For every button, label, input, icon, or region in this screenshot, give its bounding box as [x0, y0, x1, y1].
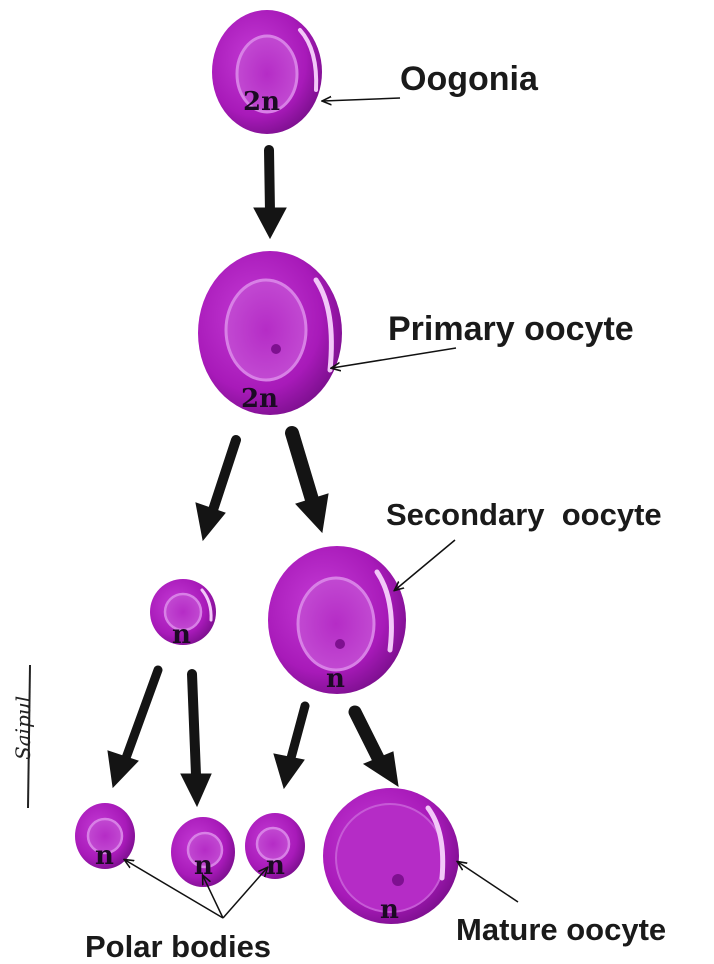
- pointer-mature-oocyte: [458, 862, 518, 902]
- secondary-oocyte-cell: n: [268, 546, 406, 694]
- polar-body-3-cell: n: [245, 813, 305, 881]
- primary-oocyte-cell: 2n: [198, 251, 342, 415]
- arrow-first-polar-to-pb2: [181, 674, 211, 806]
- arrow-first-polar-to-pb1: [108, 670, 158, 787]
- label-primary-oocyte: Primary oocyte: [388, 310, 634, 348]
- arrow-primary-to-first-polar: [196, 440, 236, 540]
- oogonia-ploidy: 2n: [243, 87, 280, 117]
- polar-body-1-ploidy: n: [95, 841, 114, 871]
- label-secondary-oocyte: Secondary oocyte: [386, 497, 662, 532]
- artist-signature: Saipul: [11, 665, 35, 808]
- first-polar-body-cell: n: [150, 579, 216, 650]
- process-arrows: [108, 150, 398, 806]
- label-oogonia: Oogonia: [400, 60, 539, 98]
- polar-body-3-ploidy: n: [266, 851, 285, 881]
- mature-oocyte-ploidy: n: [380, 895, 399, 925]
- first-polar-body-ploidy: n: [172, 620, 191, 650]
- primary-oocyte-ploidy: 2n: [241, 384, 278, 414]
- pointer-polar-pb3: [223, 868, 267, 918]
- mature-oocyte-cell: n: [323, 788, 459, 925]
- arrow-secondary-to-pb3: [274, 706, 305, 788]
- arrow-primary-to-secondary: [292, 433, 328, 532]
- pointer-secondary-oocyte: [395, 540, 455, 590]
- oogonia-cell: 2n: [212, 10, 322, 134]
- arrow-secondary-to-mature: [355, 712, 398, 786]
- pointer-oogonia: [323, 98, 400, 101]
- signature-text: Saipul: [11, 696, 35, 760]
- secondary-oocyte-ploidy: n: [326, 664, 345, 694]
- pointer-primary-oocyte: [332, 348, 456, 368]
- label-polar-bodies: Polar bodies: [85, 929, 271, 964]
- label-mature-oocyte: Mature oocyte: [456, 912, 666, 947]
- arrow-oogonia-to-primary: [254, 150, 286, 238]
